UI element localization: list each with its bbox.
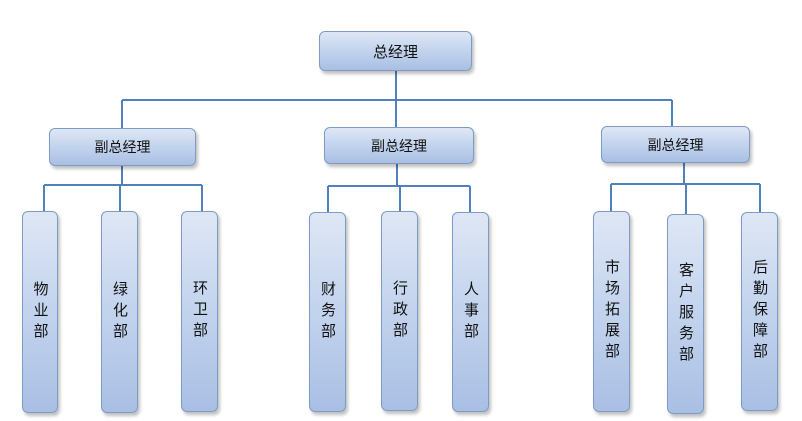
node-label: 绿化部 (111, 280, 129, 344)
node-department: 物业部 (22, 211, 58, 413)
node-department: 后勤保障部 (741, 212, 778, 411)
node-general-manager: 总经理 (319, 31, 472, 71)
node-label: 物业部 (31, 280, 50, 344)
node-department: 财务部 (309, 212, 346, 412)
node-deputy-manager: 副总经理 (324, 127, 474, 164)
node-department: 客户服务部 (667, 214, 704, 414)
node-department: 绿化部 (101, 211, 138, 413)
node-label: 客户服务部 (677, 261, 695, 367)
node-department: 行政部 (381, 211, 418, 411)
node-deputy-manager: 副总经理 (601, 126, 750, 163)
node-department: 环卫部 (181, 211, 218, 412)
node-department: 人事部 (452, 212, 489, 412)
connector-lines (43, 70, 761, 214)
node-label: 总经理 (372, 42, 418, 61)
node-label: 行政部 (391, 279, 409, 343)
node-deputy-manager: 副总经理 (49, 128, 196, 166)
node-label: 副总经理 (94, 140, 151, 156)
node-label: 副总经理 (371, 138, 427, 155)
node-department: 市场拓展部 (593, 211, 630, 412)
node-label: 财务部 (319, 280, 337, 344)
node-label: 环卫部 (191, 280, 209, 343)
node-label: 人事部 (462, 280, 480, 344)
node-label: 市场拓展部 (603, 259, 621, 364)
node-label: 后勤保障部 (751, 259, 769, 364)
node-label: 副总经理 (647, 137, 704, 154)
